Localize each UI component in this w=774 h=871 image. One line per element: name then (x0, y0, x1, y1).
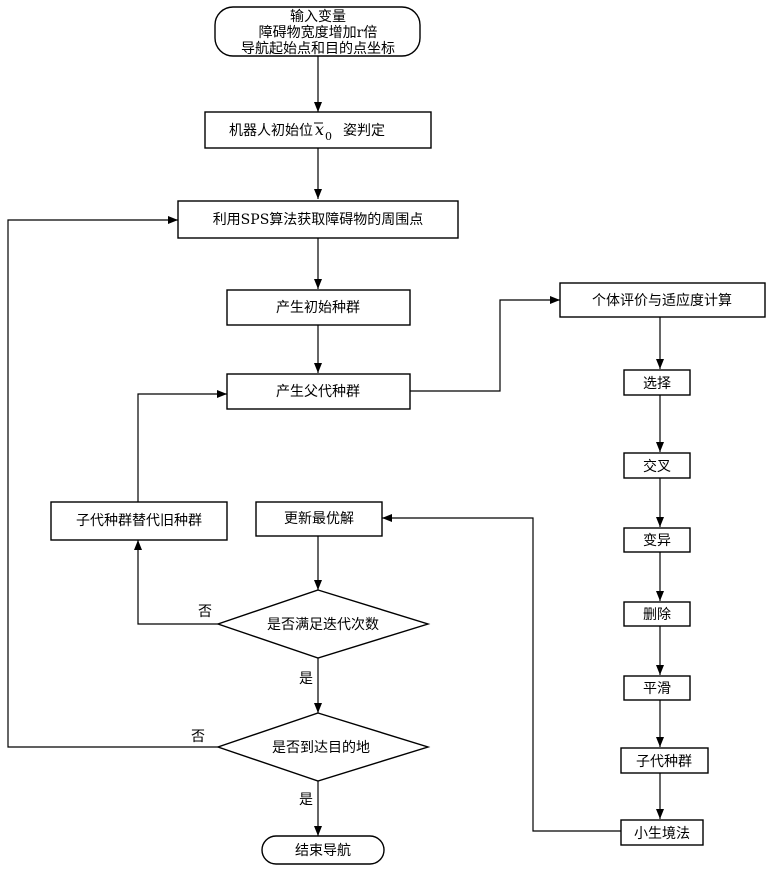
update-best-label: 更新最优解 (284, 511, 354, 527)
goal-decision-node: 是否到达目的地 否 是 (191, 713, 428, 808)
start-text-line2: 障碍物宽度增加r倍 (259, 24, 378, 41)
delete-node: 删除 (624, 602, 690, 626)
select-node: 选择 (624, 370, 690, 395)
sps-node: 利用SPS算法获取障碍物的周围点 (178, 201, 458, 238)
iter-decision-label: 是否满足迭代次数 (267, 617, 379, 633)
mutation-node: 变异 (624, 528, 690, 552)
crossover-label: 交叉 (643, 458, 671, 475)
arrow-niche-to-update (382, 518, 621, 831)
select-label: 选择 (643, 376, 671, 392)
niche-node: 小生境法 (621, 820, 703, 845)
pose-node: 机器人初始位 x 0 姿判定 (205, 112, 431, 148)
arrow-replace-to-parent (138, 394, 227, 502)
goal-no-label: 否 (191, 729, 205, 745)
update-best-node: 更新最优解 (256, 502, 382, 536)
replace-node: 子代种群替代旧种群 (51, 502, 227, 540)
start-text-line3: 导航起始点和目的点坐标 (241, 41, 395, 57)
start-text-line1: 输入变量 (290, 9, 346, 25)
evaluate-label: 个体评价与适应度计算 (592, 292, 732, 309)
mutation-label: 变异 (643, 533, 671, 549)
replace-label: 子代种群替代旧种群 (76, 513, 202, 529)
sps-label: 利用SPS算法获取障碍物的周围点 (213, 212, 424, 228)
offspring-node: 子代种群 (621, 748, 708, 773)
parent-pop-node: 产生父代种群 (227, 374, 410, 409)
offspring-label: 子代种群 (636, 754, 692, 770)
smooth-label: 平滑 (643, 680, 671, 697)
iter-yes-label: 是 (299, 671, 313, 687)
init-pop-node: 产生初始种群 (227, 290, 410, 325)
goal-decision-label: 是否到达目的地 (272, 740, 370, 756)
crossover-node: 交叉 (624, 453, 690, 478)
delete-label: 删除 (643, 607, 671, 623)
iter-no-label: 否 (198, 604, 212, 620)
parent-pop-label: 产生父代种群 (276, 384, 360, 400)
end-node: 结束导航 (262, 836, 384, 864)
evaluate-node: 个体评价与适应度计算 (560, 283, 765, 317)
niche-label: 小生境法 (634, 826, 690, 842)
end-label: 结束导航 (295, 843, 351, 859)
arrow-goal-no-to-sps (8, 220, 218, 747)
smooth-node: 平滑 (624, 676, 690, 700)
pose-sub: 0 (325, 130, 332, 143)
pose-prefix: 机器人初始位 (229, 122, 313, 139)
start-node: 输入变量 障碍物宽度增加r倍 导航起始点和目的点坐标 (215, 7, 420, 57)
init-pop-label: 产生初始种群 (276, 299, 360, 316)
iter-decision-node: 是否满足迭代次数 否 是 (198, 590, 428, 687)
goal-yes-label: 是 (299, 792, 313, 808)
pose-suffix: 姿判定 (343, 123, 385, 139)
arrow-parent-to-evaluate (410, 300, 560, 391)
